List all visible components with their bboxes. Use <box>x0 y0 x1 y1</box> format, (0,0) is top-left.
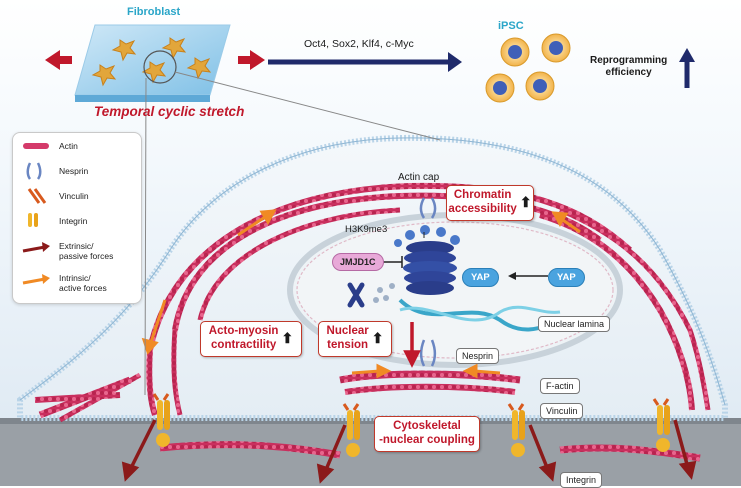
nuclear-lamina-label: Nuclear lamina <box>538 316 611 332</box>
vinculin-icon <box>27 188 47 204</box>
nuclear-line1: Nuclear <box>326 325 369 337</box>
legend-nesprin: Nesprin <box>59 166 89 176</box>
chromatin-line1: Chromatin <box>453 189 512 201</box>
up-arrow-icon: ⬆ <box>519 194 532 210</box>
f-actin-label: F-actin <box>540 378 580 394</box>
legend: Actin Nesprin Vinculin Integrin Extrinsi… <box>12 132 142 304</box>
legend-actin: Actin <box>59 141 78 151</box>
acto-line1: Acto-myosin <box>208 325 279 337</box>
fibroblast-label: Fibroblast <box>127 6 181 18</box>
reprogramming-arrow <box>448 52 462 72</box>
dark-red-arrow-icon <box>22 242 50 253</box>
legend-intrinsic-line2: active forces <box>59 283 107 293</box>
nuclear-line2: tension <box>327 339 369 351</box>
up-arrow-icon: ⬆ <box>281 330 294 346</box>
reprogramming-line2: efficiency <box>605 67 652 78</box>
stretch-label: Temporal cyclic stretch <box>94 104 245 119</box>
cytoskeletal-coupling-box: Cytoskeletal -nuclear coupling <box>374 416 480 452</box>
orange-arrow-icon <box>22 274 50 285</box>
chromatin-accessibility-box: Chromatin accessibility ⬆ <box>446 185 534 221</box>
up-arrow-icon: ⬆ <box>371 330 384 346</box>
vinculin-label: Vinculin <box>540 403 584 419</box>
nesprin-icon <box>26 162 42 180</box>
h3k9me3-label: H3K9me3 <box>345 224 388 235</box>
chromatin-line2: accessibility <box>448 203 517 215</box>
legend-icons <box>22 143 50 285</box>
acto-line2: contractility <box>211 339 277 351</box>
legend-intrinsic-line1: Intrinsic/ <box>59 273 91 283</box>
nesprin-label: Nesprin <box>456 348 500 364</box>
legend-intrinsic: Intrinsic/ active forces <box>59 273 107 293</box>
legend-vinculin: Vinculin <box>59 191 89 201</box>
legend-extrinsic-line1: Extrinsic/ <box>59 241 94 251</box>
ipsc-label: iPSC <box>498 20 524 32</box>
fibroblast-dish <box>74 24 231 102</box>
intrinsic-force-arrows <box>141 209 581 379</box>
stretch-arrow-left <box>45 50 72 70</box>
reprogramming-label: Reprogramming efficiency <box>590 55 667 79</box>
stretch-arrow-right <box>238 50 265 70</box>
legend-extrinsic: Extrinsic/ passive forces <box>59 241 113 261</box>
integrin-icon <box>28 213 38 227</box>
substrate <box>0 418 741 486</box>
reprogramming-line1: Reprogramming <box>590 55 668 66</box>
nesprin-bottom <box>419 339 437 367</box>
coupling-line2: -nuclear coupling <box>379 434 475 446</box>
extrinsic-force-arrows <box>121 322 697 484</box>
adhesion-mid-right <box>507 403 525 457</box>
yap-outside-badge: YAP <box>548 268 585 287</box>
chromatin-histone <box>394 225 460 295</box>
efficiency-up-arrow <box>679 48 695 62</box>
actin-icon <box>23 143 49 149</box>
coupling-line1: Cytoskeletal <box>393 420 461 432</box>
adhesion-mid-left <box>342 403 360 457</box>
ipsc-cells <box>485 33 571 103</box>
adhesion-right <box>652 398 670 452</box>
nuclear-tension-box: Nuclear tension ⬆ <box>318 321 392 357</box>
adhesion-left <box>152 393 170 447</box>
yap-inside-badge: YAP <box>462 268 499 287</box>
jmjd1c-badge: JMJD1C <box>332 253 384 271</box>
legend-integrin: Integrin <box>59 216 88 226</box>
nesprin-top <box>419 197 437 219</box>
legend-extrinsic-line2: passive forces <box>59 251 114 261</box>
actin-cap-label: Actin cap <box>398 172 440 183</box>
factors-label: Oct4, Sox2, Klf4, c-Myc <box>304 38 414 50</box>
acto-myosin-box: Acto-myosin contractility ⬆ <box>200 321 302 357</box>
